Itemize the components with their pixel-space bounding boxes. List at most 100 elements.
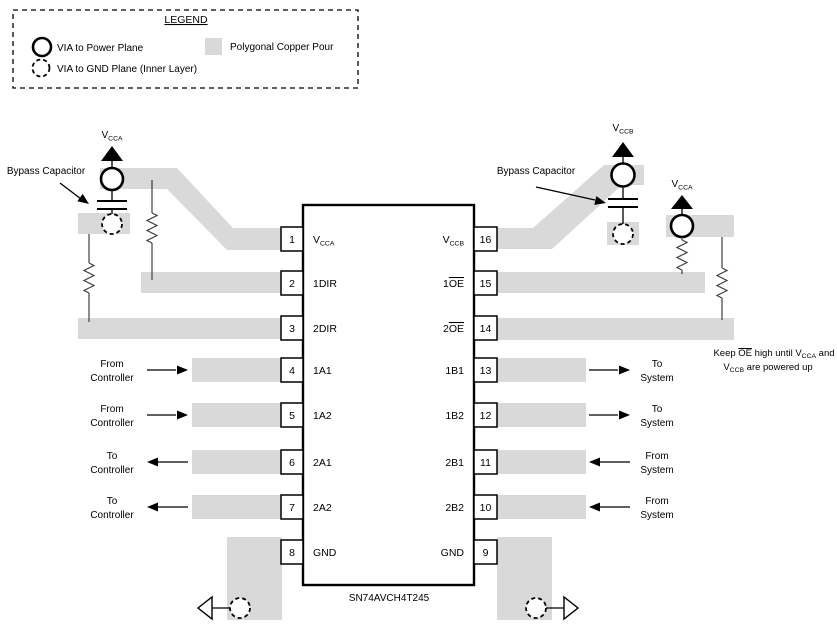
pin-number-7: 7: [289, 502, 295, 514]
to-system-label-2b: System: [640, 418, 673, 429]
from-controller-label-2: From: [100, 404, 123, 415]
copper-pour-pin5: [192, 403, 281, 427]
gnd-symbol-right-icon: [563, 595, 580, 621]
signal-arrow-head-pin4: [177, 365, 188, 375]
annotation-arrow-line: [59, 182, 82, 200]
ground-bottom-left: [196, 595, 251, 621]
pin-number-15: 15: [480, 278, 492, 290]
copper-pour-vcca-left: [100, 168, 281, 250]
signal-arrow-head-pin6: [147, 457, 158, 467]
oe-note-line2: VCCB are powered up: [723, 362, 812, 374]
copper-pour-pin4: [192, 358, 281, 382]
from-system-label-2b: System: [640, 510, 673, 521]
pin-label-1b2: 1B2: [445, 410, 464, 422]
to-system-label-1b: System: [640, 373, 673, 384]
pin-labels-left: VCCA 1DIR 2DIR 1A1 1A2 2A1 2A2 GND: [313, 234, 337, 559]
vcca-left-label: VCCA: [101, 130, 122, 143]
copper-pour-pin12: [497, 403, 586, 427]
signal-arrow-head-pin11: [589, 457, 600, 467]
pin-number-3: 3: [289, 323, 295, 335]
power-arrow-up-icon: [101, 146, 123, 161]
from-controller-label-2b: Controller: [90, 418, 134, 429]
annotation-arrow-line: [535, 186, 596, 201]
ground-bottom-right: [525, 595, 580, 621]
from-system-label-1: From: [645, 451, 668, 462]
from-controller-label-1b: Controller: [90, 373, 134, 384]
from-system-label-2: From: [645, 496, 668, 507]
from-controller-label-1: From: [100, 359, 123, 370]
annotation-arrow-head: [594, 196, 606, 205]
signal-arrow-head-pin13: [619, 365, 630, 375]
copper-pour-pin3: [78, 318, 281, 339]
pin-label-1a1: 1A1: [313, 365, 332, 377]
pin-box-11: [473, 449, 498, 475]
vccb-power-via: [610, 162, 636, 188]
pin-number-9: 9: [483, 547, 489, 559]
copper-pour-pin11: [497, 450, 586, 474]
pin-label-2oe: 2OE: [443, 323, 464, 335]
bypass-capacitor-right-icon: [608, 198, 638, 208]
pin-box-3: [280, 315, 304, 341]
chip-body: [301, 203, 476, 587]
pin-label-vccb: VCCB: [443, 234, 465, 248]
pin-box-6: [280, 449, 304, 475]
pin-number-8: 8: [289, 547, 295, 559]
annotation-arrow-head: [77, 193, 89, 204]
pin-box-10: [473, 494, 498, 520]
oe-note: Keep OE high until VCCA and VCCB are pow…: [713, 348, 834, 374]
to-controller-label-2b: Controller: [90, 510, 134, 521]
vccb-right-power-section: VCCB Bypass Capacitor: [497, 123, 638, 245]
pin-number-14: 14: [480, 323, 492, 335]
pin-label-gnd-left: GND: [313, 547, 337, 559]
pin-number-12: 12: [480, 410, 492, 422]
pin-label-gnd-right: GND: [441, 547, 465, 559]
copper-pour-pin2: [141, 272, 281, 293]
signal-arrow-head-pin7: [147, 502, 158, 512]
pin-labels-right: VCCB 1OE 2OE 1B1 1B2 2B1 2B2 GND: [441, 234, 465, 559]
pin-number-16: 16: [480, 234, 492, 246]
signal-arrow-head-pin5: [177, 410, 188, 420]
pin-label-1a2: 1A2: [313, 410, 332, 422]
pin-box-7: [280, 494, 304, 520]
pin-boxes-left: 1 2 3 4 5 6 7 8: [280, 226, 304, 565]
copper-pour-pin13: [497, 358, 586, 382]
pin-box-13: [473, 357, 498, 383]
chip: SN74AVCH4T245 1 2 3 4 5 6 7 8: [280, 203, 498, 604]
pin-boxes-right: 16 15 14 13 12 11 10 9: [473, 226, 498, 565]
pin-box-5: [280, 402, 304, 428]
copper-pour-vccb-right: [497, 165, 644, 249]
legend-title: LEGEND: [164, 14, 208, 26]
to-system-label-2: To: [652, 404, 663, 415]
pullup-resistor-2: [82, 234, 96, 322]
pin-box-14: [473, 315, 498, 341]
pin-number-5: 5: [289, 410, 295, 422]
pin-box-12: [473, 402, 498, 428]
pin-number-11: 11: [480, 457, 491, 469]
gnd-via-bottom-right: [525, 597, 547, 619]
legend-via-power-icon: [31, 36, 53, 58]
copper-pour-pin15: [497, 272, 705, 293]
vcca-left-power-via: [99, 166, 125, 192]
gnd-via-left: [101, 213, 123, 235]
signal-arrow-head-pin10: [589, 502, 600, 512]
pin-box-4: [280, 357, 304, 383]
legend-via-gnd-label: VIA to GND Plane (Inner Layer): [57, 64, 197, 75]
controller-signals: From Controller From Controller To Contr…: [90, 359, 188, 521]
pin-number-2: 2: [289, 278, 295, 290]
copper-pour-pin14: [497, 318, 734, 340]
pin-label-1b1: 1B1: [445, 365, 464, 377]
pin-label-2dir: 2DIR: [313, 323, 337, 335]
pin-box-15: [473, 270, 498, 296]
gnd-via-bottom-left: [229, 597, 251, 619]
power-arrow-up-icon: [671, 195, 693, 209]
pin-box-9: [473, 539, 498, 565]
oe-note-line1: Keep OE high until VCCA and: [713, 348, 834, 360]
system-signals: To System To System From System From Sys…: [589, 359, 674, 521]
pin-label-2a2: 2A2: [313, 502, 332, 514]
pullup-resistor-3: [675, 237, 689, 274]
from-system-label-1b: System: [640, 465, 673, 476]
pullup-resistor-1: [145, 180, 159, 280]
pullup-resistor-4: [715, 237, 729, 320]
gnd-symbol-left-icon: [196, 595, 213, 621]
